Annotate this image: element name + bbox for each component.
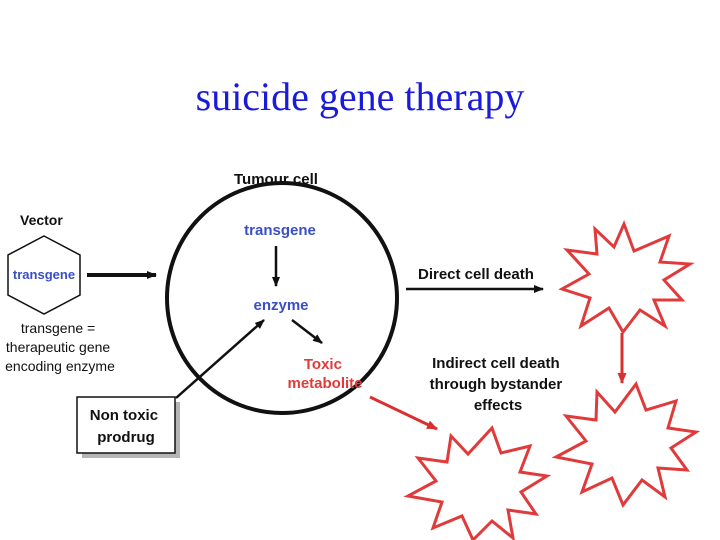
tumour-cell-label: Tumour cell <box>234 171 318 188</box>
prodrug-to-enzyme-arrow <box>175 319 265 399</box>
tumour-cell-circle <box>165 181 399 415</box>
dead-cell-burst-2 <box>551 380 701 509</box>
slide-title: suicide gene therapy <box>195 74 525 119</box>
transgene-note: transgene = therapeutic gene encoding en… <box>5 320 115 374</box>
dead-cell-burst-3 <box>403 425 552 540</box>
direct-cell-death-label: Direct cell death <box>418 266 534 283</box>
dead-cell-burst-1 <box>558 219 695 335</box>
vector-transgene-label: transgene <box>13 267 75 282</box>
indirect-cell-death-label: Indirect cell death through bystander ef… <box>430 355 567 414</box>
cell-transgene-label: transgene <box>244 222 316 239</box>
enzyme-label: enzyme <box>253 297 308 314</box>
enzyme-to-metabolite-arrow <box>291 319 323 344</box>
metabolite-to-bystander-arrow <box>369 395 438 431</box>
toxic-metabolite-label: Toxic metabolite <box>287 356 362 392</box>
prodrug-label: Non toxic prodrug <box>90 407 163 446</box>
vector-label: Vector <box>20 212 63 228</box>
prodrug-box <box>76 396 176 454</box>
vector-hexagon <box>7 235 81 315</box>
